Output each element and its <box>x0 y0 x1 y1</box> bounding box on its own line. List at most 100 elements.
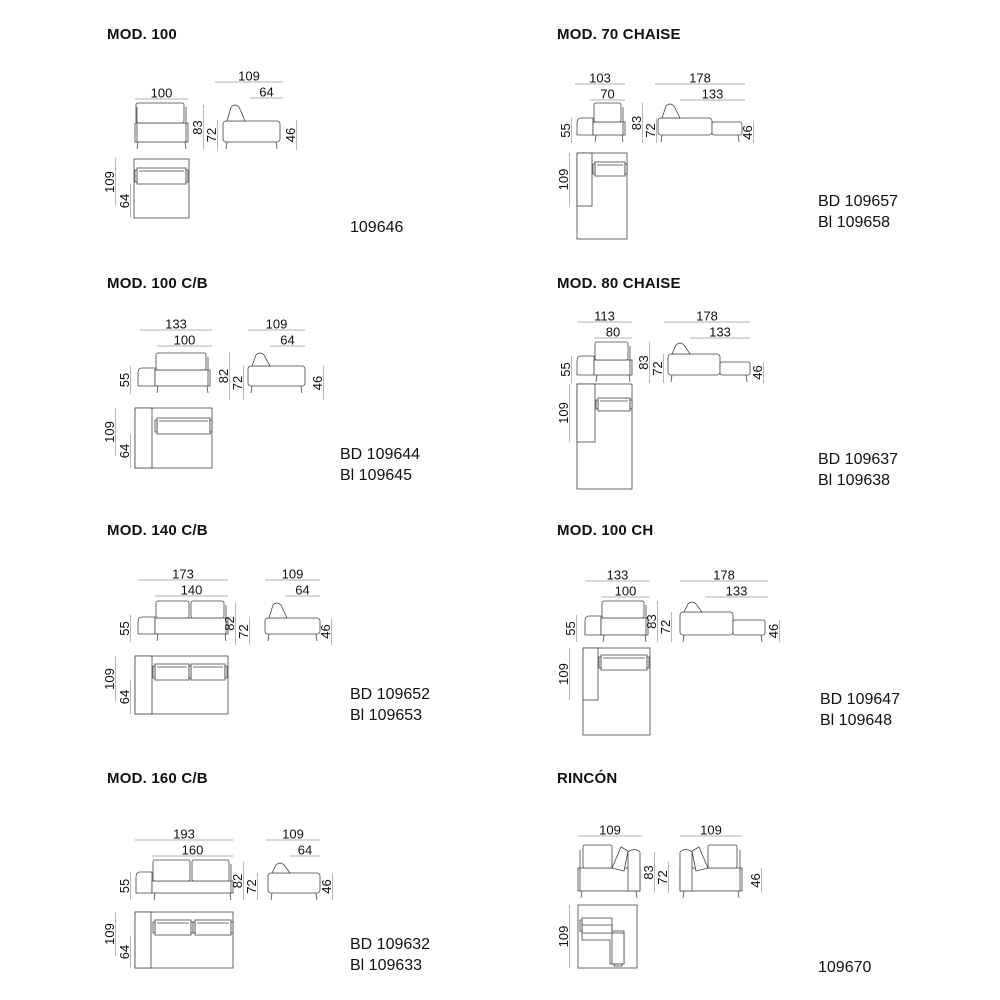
cushion-clip <box>192 921 196 934</box>
plan-armrest <box>134 407 153 469</box>
product-code-bl: Bl 109633 <box>350 957 423 974</box>
plan-cushion <box>156 417 211 435</box>
cushion-clip <box>185 169 189 183</box>
dimension-label: 133 <box>165 317 187 332</box>
plan-cushion <box>600 654 648 671</box>
seat-base <box>151 880 234 894</box>
leg <box>153 892 156 901</box>
back-cushion <box>707 844 738 869</box>
plan-view <box>576 152 628 240</box>
dimension-label: 109 <box>282 567 304 582</box>
leg <box>184 141 187 150</box>
leg <box>670 374 673 383</box>
back-cushion <box>155 600 190 619</box>
product-code-bd: BD 109644 <box>340 446 421 463</box>
leg <box>737 890 740 899</box>
dimension-label: 72 <box>643 123 658 137</box>
leg <box>644 634 647 643</box>
dimension-label: 46 <box>766 624 781 638</box>
back-cushion <box>601 600 645 619</box>
product-code-bd: BD 109637 <box>818 451 899 468</box>
dimension-label: 109 <box>556 926 571 948</box>
front-view <box>134 102 189 150</box>
leg <box>225 141 228 150</box>
seat-base <box>154 617 229 635</box>
module-title: MOD. 80 CHAISE <box>557 275 681 292</box>
cushion-clip <box>592 163 596 175</box>
dimension-label: 72 <box>650 361 665 375</box>
plan-armrest <box>134 911 152 969</box>
dimension-label: 70 <box>600 87 614 102</box>
cushion-clip <box>209 419 213 433</box>
leg <box>229 892 232 901</box>
plan-outline <box>577 904 638 969</box>
leg <box>315 633 318 642</box>
module-codes: BD 109637 Bl 109638 <box>818 449 898 491</box>
cushion-clip <box>613 963 623 967</box>
cushion-clip <box>598 656 602 669</box>
module-title: MOD. 70 CHAISE <box>557 26 681 43</box>
dimension-label: 72 <box>658 620 673 634</box>
dimension-label: 64 <box>280 333 294 348</box>
plan-cushion <box>136 167 187 185</box>
plan-cushion <box>154 919 192 936</box>
dimension-label: 109 <box>700 823 722 838</box>
plan-armrest <box>134 655 153 715</box>
front-view <box>135 859 234 901</box>
dimension-label: 64 <box>117 690 132 704</box>
dimension-label: 133 <box>607 568 629 583</box>
dimension-label: 82 <box>222 616 237 630</box>
cushion-clip <box>579 919 583 932</box>
dimension-label: 55 <box>558 362 573 376</box>
dimension-label: 46 <box>283 128 298 142</box>
leg <box>682 634 685 643</box>
product-code-bl: Bl 109658 <box>818 214 891 231</box>
dimension-label: 103 <box>589 71 611 86</box>
leg <box>275 141 278 150</box>
product-code: 109670 <box>818 959 872 976</box>
chaise-side <box>711 121 743 136</box>
side-view <box>679 601 766 643</box>
armrest <box>137 367 156 387</box>
product-code-bd: BD 109657 <box>818 193 899 210</box>
side-view <box>247 352 306 394</box>
leg <box>595 374 598 383</box>
leg <box>594 134 597 143</box>
dimension-label: 109 <box>599 823 621 838</box>
dimension-label: 113 <box>594 309 615 324</box>
plan-armrest <box>582 647 599 701</box>
back-cushion-side <box>268 602 288 619</box>
dimension-label: 83 <box>636 355 651 369</box>
dimension-label: 46 <box>748 873 763 887</box>
product-code-bl: Bl 109648 <box>820 712 893 729</box>
dimension-label: 80 <box>606 325 620 340</box>
dimension-label: 64 <box>117 945 132 959</box>
armrest <box>584 615 602 636</box>
dimension-label: 178 <box>713 568 735 583</box>
back-cushion-side <box>661 103 681 119</box>
front-view <box>137 600 229 642</box>
dimension-label: 83 <box>629 116 644 130</box>
dimension-label: 173 <box>172 567 194 582</box>
seat-side <box>247 365 306 387</box>
seat-side <box>267 872 321 894</box>
leg <box>628 374 631 383</box>
dimension-label: 109 <box>556 663 571 685</box>
dimension-label: 82 <box>216 369 231 383</box>
front-view <box>137 352 211 394</box>
dimension-label: 133 <box>702 87 724 102</box>
cushion-clip <box>595 399 599 410</box>
dimension-label: 133 <box>726 584 748 599</box>
module-codes: BD 109657 Bl 109658 <box>818 191 898 233</box>
dimension-label: 100 <box>615 584 637 599</box>
plan-cushion <box>194 919 232 936</box>
